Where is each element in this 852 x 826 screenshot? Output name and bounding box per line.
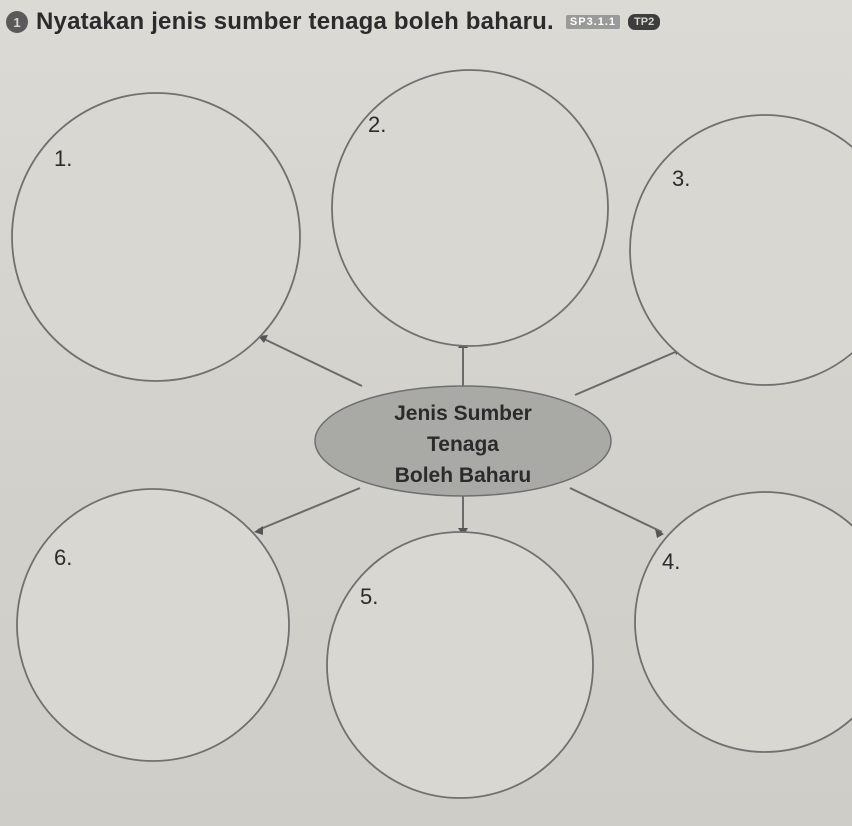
connector-1 [261, 337, 363, 387]
answer-label-2: 2. [368, 112, 387, 137]
connector-4 [569, 487, 663, 533]
standard-tag: SP3.1.1 [565, 15, 621, 29]
question-text: Nyatakan jenis sumber tenaga boleh bahar… [36, 8, 554, 35]
center-ellipse [314, 385, 612, 497]
answer-circle-5 [326, 531, 594, 799]
connector-3 [574, 349, 681, 396]
answer-circle-2 [331, 69, 609, 347]
answer-circle-4 [634, 491, 852, 753]
answer-circle-3 [629, 114, 852, 386]
connector-6 [257, 487, 361, 531]
answer-label-5: 5. [360, 584, 379, 609]
center-line-1: Jenis Sumber [394, 402, 532, 425]
arrowhead-6 [254, 526, 263, 535]
answer-circle-6 [16, 488, 290, 762]
question-number: 1 [6, 11, 28, 33]
level-tag: TP2 [628, 14, 661, 30]
center-line-2: Tenaga [427, 433, 499, 456]
answer-label-6: 6. [54, 545, 73, 570]
answer-label-1: 1. [54, 146, 73, 171]
answer-label-3: 3. [672, 166, 691, 191]
arrowhead-4 [655, 529, 664, 538]
center-line-3: Boleh Baharu [394, 464, 532, 487]
question-header: 1 Nyatakan jenis sumber tenaga boleh bah… [6, 2, 846, 42]
center-topic: Jenis Sumber Tenaga Boleh Baharu [318, 398, 608, 491]
answer-circle-1 [11, 92, 301, 382]
answer-label-4: 4. [662, 549, 681, 574]
